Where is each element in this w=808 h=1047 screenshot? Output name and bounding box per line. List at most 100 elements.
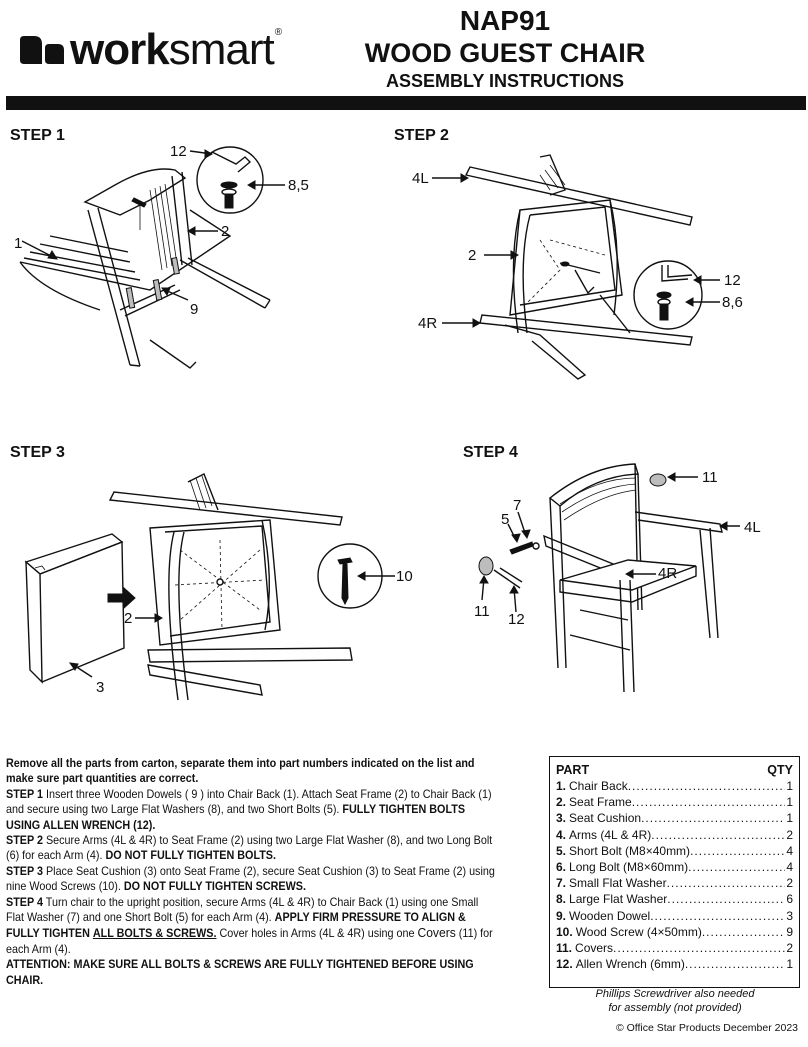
brand-logo: worksmart® <box>18 25 282 74</box>
part-leader-dots: ........................................… <box>666 876 786 891</box>
step-1-instruction-label: STEP 1 <box>6 787 43 801</box>
part-leader-dots: ........................................… <box>667 892 785 907</box>
part-leader-dots: ........................................… <box>701 924 786 939</box>
part-leader-dots: ........................................… <box>641 811 785 826</box>
step-4-instruction-text-2: Cover holes in Arms (4L & 4R) using one <box>219 927 415 941</box>
step-1-label: STEP 1 <box>10 127 65 144</box>
document-subtitle: ASSEMBLY INSTRUCTIONS <box>385 71 625 91</box>
intro-text: Remove all the parts from carton, separa… <box>6 757 475 786</box>
step-4-callout-12: 12 <box>508 611 525 628</box>
step-3-diagram: 10 2 3 <box>24 473 413 701</box>
part-name: Short Bolt (M8×40mm) <box>569 843 691 858</box>
step-4-callout-4r: 4R <box>658 565 677 582</box>
step-1-callout-2: 2 <box>221 223 229 240</box>
part-leader-dots: ........................................… <box>627 779 786 793</box>
model-number: NAP91 <box>459 5 551 36</box>
step-1-callout-12: 12 <box>170 143 187 160</box>
part-leader-dots: ........................................… <box>613 940 786 955</box>
step-3-callout-10: 10 <box>396 568 413 585</box>
part-leader-dots: ........................................… <box>688 859 785 874</box>
part-leader-dots: ........................................… <box>631 795 786 810</box>
part-leader-dots: ........................................… <box>651 827 786 842</box>
step-4-callout-4l: 4L <box>744 519 761 536</box>
step-1-callout-8-5: 8,5 <box>288 177 309 194</box>
parts-list-row: 8.Large Flat Washer.....................… <box>556 892 793 908</box>
copyright: © Office Star Products December 2023 <box>615 1022 798 1034</box>
parts-list: PART QTY 1.Chair Back...................… <box>549 756 800 988</box>
part-quantity: 4 <box>786 843 793 858</box>
part-name: Small Flat Washer <box>569 876 667 891</box>
part-leader-dots: ........................................… <box>650 908 785 923</box>
part-name: Seat Cushion <box>569 811 642 826</box>
step-1-instruction-warning: FULLY TIGHTEN BOLTS USING ALLEN WRENCH (… <box>6 803 466 832</box>
step-2-label: STEP 2 <box>394 127 449 144</box>
logo-text-light: smart <box>168 25 275 74</box>
parts-list-rows: 1.Chair Back............................… <box>556 779 793 973</box>
step-2-callout-12: 12 <box>724 272 741 289</box>
part-quantity: 2 <box>786 940 793 955</box>
step-4-instruction-covers: Covers <box>417 925 456 941</box>
logo-text-bold: work <box>70 25 170 74</box>
part-number: 12. <box>556 957 573 972</box>
part-name: Wood Screw (4×50mm) <box>575 924 702 939</box>
step-4-instruction-label: STEP 4 <box>6 895 43 909</box>
step-3-instruction-label: STEP 3 <box>6 864 43 878</box>
part-number: 6. <box>556 859 567 874</box>
parts-list-row: 2.Seat Frame............................… <box>556 795 793 811</box>
part-leader-dots: ........................................… <box>684 957 785 972</box>
step-2-instruction: STEP 2 Secure Arms (4L & 4R) to Seat Fra… <box>6 833 499 864</box>
parts-list-row: 6.Long Bolt (M8×60mm)...................… <box>556 860 793 876</box>
part-number: 1. <box>556 779 567 793</box>
parts-list-row: 11.Covers...............................… <box>556 941 793 957</box>
step-4-callout-11-top: 11 <box>702 469 718 486</box>
tools-note: Phillips Screwdriver also needed for ass… <box>560 987 790 1015</box>
part-quantity: 1 <box>786 957 793 972</box>
step-4-callout-7: 7 <box>513 497 521 514</box>
step-2-instruction-text: Secure Arms (4L & 4R) to Seat Frame (2) … <box>6 834 493 863</box>
part-quantity: 1 <box>786 795 793 810</box>
parts-header-qty: QTY <box>767 763 793 777</box>
step-1-instruction-text: Insert three Wooden Dowels ( 9 ) into Ch… <box>6 787 492 817</box>
part-name: Arms (4L & 4R) <box>569 827 652 842</box>
step-2-callout-8-6: 8,6 <box>722 294 743 311</box>
step-1-instruction: STEP 1 Insert three Wooden Dowels ( 9 ) … <box>6 787 499 833</box>
step-3-instruction: STEP 3 Place Seat Cushion (3) onto Seat … <box>6 864 499 895</box>
step-3-label: STEP 3 <box>10 444 65 461</box>
step-4-instruction-text: Turn chair to the upright position, secu… <box>6 895 479 925</box>
part-number: 8. <box>556 892 567 907</box>
step-4-instruction-warning: APPLY FIRM PRESSURE TO ALIGN & FULLY TIG… <box>6 911 466 941</box>
title-block: NAP91 WOOD GUEST CHAIR ASSEMBLY INSTRUCT… <box>350 4 660 94</box>
parts-list-row: 1.Chair Back............................… <box>556 779 793 795</box>
step-1-diagram: 12 8,5 2 1 9 <box>14 143 309 369</box>
parts-list-header: PART QTY <box>556 763 793 777</box>
part-number: 7. <box>556 876 567 891</box>
step-1-callout-1: 1 <box>14 235 22 252</box>
attention-text: ATTENTION: MAKE SURE ALL BOLTS & SCREWS … <box>6 958 474 987</box>
step-1-callout-9: 9 <box>190 301 198 318</box>
parts-header-part: PART <box>556 763 590 777</box>
part-quantity: 1 <box>786 811 793 826</box>
part-name: Long Bolt (M8×60mm) <box>569 859 689 874</box>
part-quantity: 3 <box>786 908 793 923</box>
step-4-callout-11-bottom: 11 <box>474 603 490 620</box>
step-3-instruction-warning: DO NOT FULLY TIGHTEN SCREWS. <box>123 880 306 894</box>
tools-note-line-2: for assembly (not provided) <box>608 1002 742 1014</box>
part-quantity: 1 <box>786 779 793 793</box>
parts-list-row: 5.Short Bolt (M8×40mm)..................… <box>556 844 793 860</box>
part-quantity: 9 <box>786 924 793 939</box>
step-2-callout-4r: 4R <box>418 315 437 332</box>
part-name: Allen Wrench (6mm) <box>575 957 685 972</box>
part-name: Covers <box>575 940 614 955</box>
logo-mark-icon <box>18 30 66 70</box>
part-name: Wooden Dowel <box>569 908 651 923</box>
part-name: Seat Frame <box>569 795 632 810</box>
step-2-callout-4l: 4L <box>412 170 429 187</box>
part-leader-dots: ........................................… <box>690 843 786 858</box>
step-3-callout-3: 3 <box>96 679 104 696</box>
parts-list-row: 4.Arms (4L & 4R)........................… <box>556 828 793 844</box>
part-quantity: 6 <box>786 892 793 907</box>
step-4-label: STEP 4 <box>463 444 518 461</box>
step-4-instruction-warning-underlined: ALL BOLTS & SCREWS. <box>92 927 217 941</box>
parts-list-row: 12.Allen Wrench (6mm)...................… <box>556 957 793 973</box>
part-number: 2. <box>556 795 567 810</box>
